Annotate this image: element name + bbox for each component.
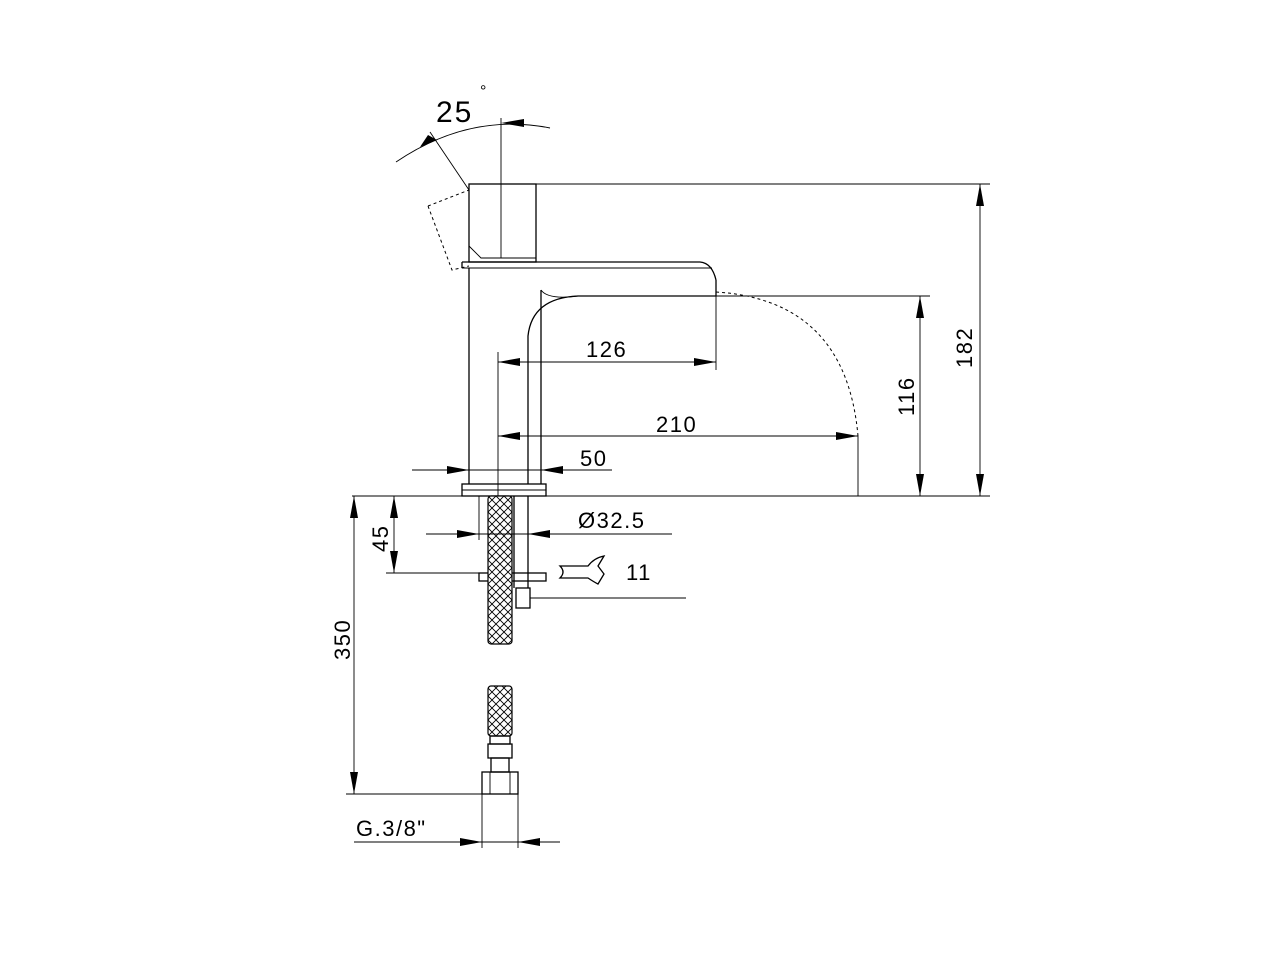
dim-hose-length <box>346 496 482 795</box>
angle-unit: ° <box>480 83 486 100</box>
angle-label: 25 <box>436 96 473 129</box>
handle <box>468 183 537 263</box>
hose-upper <box>487 495 513 645</box>
dim-spout-height <box>716 295 930 496</box>
dim-hole-diameter <box>426 496 672 540</box>
deck-depth-label: 45 <box>368 525 393 552</box>
dim-stream-reach <box>498 432 859 496</box>
hose-lower <box>487 685 513 737</box>
dim-deck-depth <box>386 496 479 574</box>
handle-rotated-position <box>427 189 470 271</box>
hole-diameter-label: Ø32.5 <box>578 508 645 533</box>
thread-label: G.3/8" <box>356 816 427 841</box>
dim-angle <box>395 118 551 191</box>
stream-reach-label: 210 <box>656 412 697 437</box>
body-width-label: 50 <box>580 446 607 471</box>
spout-reach-label: 126 <box>586 337 627 362</box>
dim-thread <box>354 794 560 848</box>
wrench-size-label: 11 <box>626 560 652 585</box>
dim-height-total <box>536 183 990 496</box>
hose-nut <box>481 771 519 795</box>
hose-length-label: 350 <box>330 619 355 660</box>
height-total-label: 182 <box>952 327 977 368</box>
dim-spout-reach <box>497 296 717 496</box>
under-deck-assembly <box>478 495 547 795</box>
spout-height-label: 116 <box>894 376 919 416</box>
faucet-outline <box>427 183 717 497</box>
wrench-icon <box>530 555 686 599</box>
water-stream <box>715 291 859 437</box>
dim-body-width <box>412 466 612 474</box>
